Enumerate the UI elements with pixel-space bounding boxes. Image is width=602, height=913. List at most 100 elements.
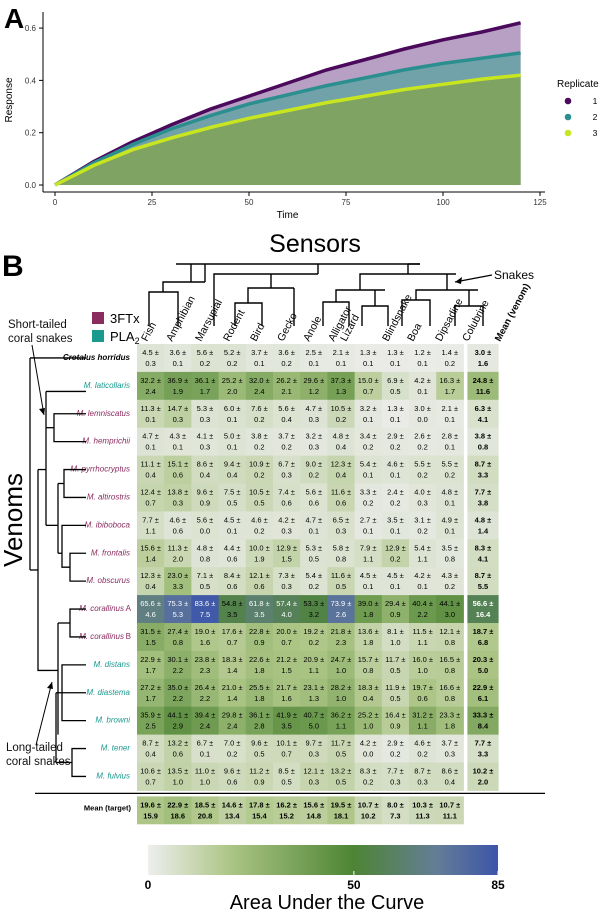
cell-value: 11.3 ± <box>168 543 188 552</box>
heatmap-cell <box>191 539 220 568</box>
cell-error: 0.1 <box>390 471 400 480</box>
cell-value: 32.0 ± <box>249 376 270 385</box>
venom-row-label: M. diastema <box>86 688 130 697</box>
cell-error: 0.1 <box>417 582 427 591</box>
mean-venom-cell <box>467 427 499 457</box>
mean-target-cell <box>218 796 247 825</box>
heatmap-cell <box>218 344 247 373</box>
heatmap-cell <box>327 734 356 763</box>
sensor-tree-branch <box>361 305 389 326</box>
mean-target-value: 8.0 ± <box>387 800 404 809</box>
heatmap-cell <box>409 650 437 680</box>
cell-value: 23.0 ± <box>167 571 188 580</box>
cell-value: 8.4 ± <box>224 571 241 580</box>
venoms-title: Venoms <box>0 473 28 567</box>
cell-error: 0.3 <box>309 778 319 787</box>
mean-venom-error: 3.3 <box>478 471 488 480</box>
cell-error: 0.1 <box>390 359 400 368</box>
mean-venom-cell <box>467 483 499 512</box>
cell-value: 32.2 ± <box>140 376 161 385</box>
heatmap-cell <box>245 344 274 373</box>
heatmap-cell <box>300 371 328 401</box>
mean-target-value: 19.6 ± <box>140 800 161 809</box>
line-series-3 <box>54 73 521 187</box>
cell-value: 23.8 ± <box>195 655 216 664</box>
cell-error: 0.6 <box>227 582 237 591</box>
cell-value: 4.5 ± <box>360 571 377 580</box>
cell-value: 3.7 ± <box>251 348 268 357</box>
heatmap-cell <box>354 399 383 429</box>
mean-venom-error: 6.1 <box>478 694 488 703</box>
cell-value: 36.2 ± <box>331 711 352 720</box>
heatmap-cell <box>436 623 464 652</box>
panel-a-label: A <box>4 3 24 34</box>
mean-venom-cell <box>467 595 499 624</box>
cell-error: 0.3 <box>390 778 400 787</box>
heatmap-cell <box>273 567 301 596</box>
cell-error: 0.7 <box>281 750 291 759</box>
heatmap-cell <box>436 399 464 429</box>
cell-value: 12.1 ± <box>439 627 460 636</box>
cell-value: 8.6 ± <box>441 767 458 776</box>
cell-value: 19.7 ± <box>412 683 433 692</box>
cell-error: 0.4 <box>145 582 155 591</box>
cell-error: 0.7 <box>363 387 373 396</box>
heatmap-cell <box>409 595 437 624</box>
cell-error: 2.9 <box>173 722 183 731</box>
cell-value: 40.7 ± <box>303 711 324 720</box>
cell-value: 4.6 ± <box>169 515 186 524</box>
cell-error: 2.4 <box>145 387 155 396</box>
cell-error: 0.2 <box>281 443 291 452</box>
heatmap-cell <box>218 706 247 736</box>
x-tick-label: 0 <box>53 198 58 207</box>
cell-value: 13.6 ± <box>358 627 379 636</box>
cell-value: 4.2 ± <box>278 515 295 524</box>
cell-error: 0.1 <box>173 443 183 452</box>
cell-value: 1.3 ± <box>387 404 404 413</box>
mean-target-error: 13.4 <box>225 811 240 820</box>
heatmap-cell <box>327 399 356 429</box>
heatmap-cell <box>354 344 383 373</box>
heatmap-cell <box>137 399 165 429</box>
legend-title: Replicate <box>557 79 599 90</box>
heatmap-cell <box>381 399 410 429</box>
cell-value: 12.9 ± <box>385 543 406 552</box>
sensor-tree-branch <box>213 273 318 326</box>
cell-value: 36.1 ± <box>195 376 216 385</box>
cell-error: 0.1 <box>445 526 455 535</box>
heatmap-cell <box>300 455 328 484</box>
heatmap-cell <box>191 371 220 401</box>
heatmap-cell <box>327 539 356 568</box>
legend-label-3: 3 <box>593 128 598 138</box>
cell-value: 40.4 ± <box>412 599 433 608</box>
cell-error: 2.3 <box>200 666 210 675</box>
heatmap-cell <box>354 539 383 568</box>
cell-value: 7.1 ± <box>197 571 214 580</box>
cell-error: 0.3 <box>200 415 210 424</box>
cell-value: 4.7 ± <box>142 432 159 441</box>
cell-value: 7.5 ± <box>224 488 241 497</box>
x-tick-label: 100 <box>436 198 450 207</box>
heatmap-cell <box>218 483 247 512</box>
heatmap-cell <box>245 511 274 540</box>
cell-error: 1.0 <box>336 694 346 703</box>
cell-error: 3.5 <box>281 722 291 731</box>
cell-value: 13.2 ± <box>167 739 188 748</box>
cell-value: 16.6 ± <box>439 683 460 692</box>
heatmap-cell <box>218 762 247 791</box>
cell-error: 0.9 <box>254 638 264 647</box>
cell-value: 15.6 ± <box>140 543 161 552</box>
mean-target-value: 18.5 ± <box>195 800 216 809</box>
cell-error: 1.1 <box>417 638 427 647</box>
cell-error: 0.4 <box>445 778 455 787</box>
mean-target-value: 22.9 ± <box>167 800 188 809</box>
heatmap-cell <box>164 762 192 791</box>
cell-error: 1.1 <box>417 554 427 563</box>
colorbar-tick-label: 85 <box>491 878 505 892</box>
cell-value: 16.3 ± <box>439 376 460 385</box>
mean-venom-cell <box>467 399 499 429</box>
colorbar <box>148 845 498 875</box>
cell-error: 0.2 <box>445 471 455 480</box>
